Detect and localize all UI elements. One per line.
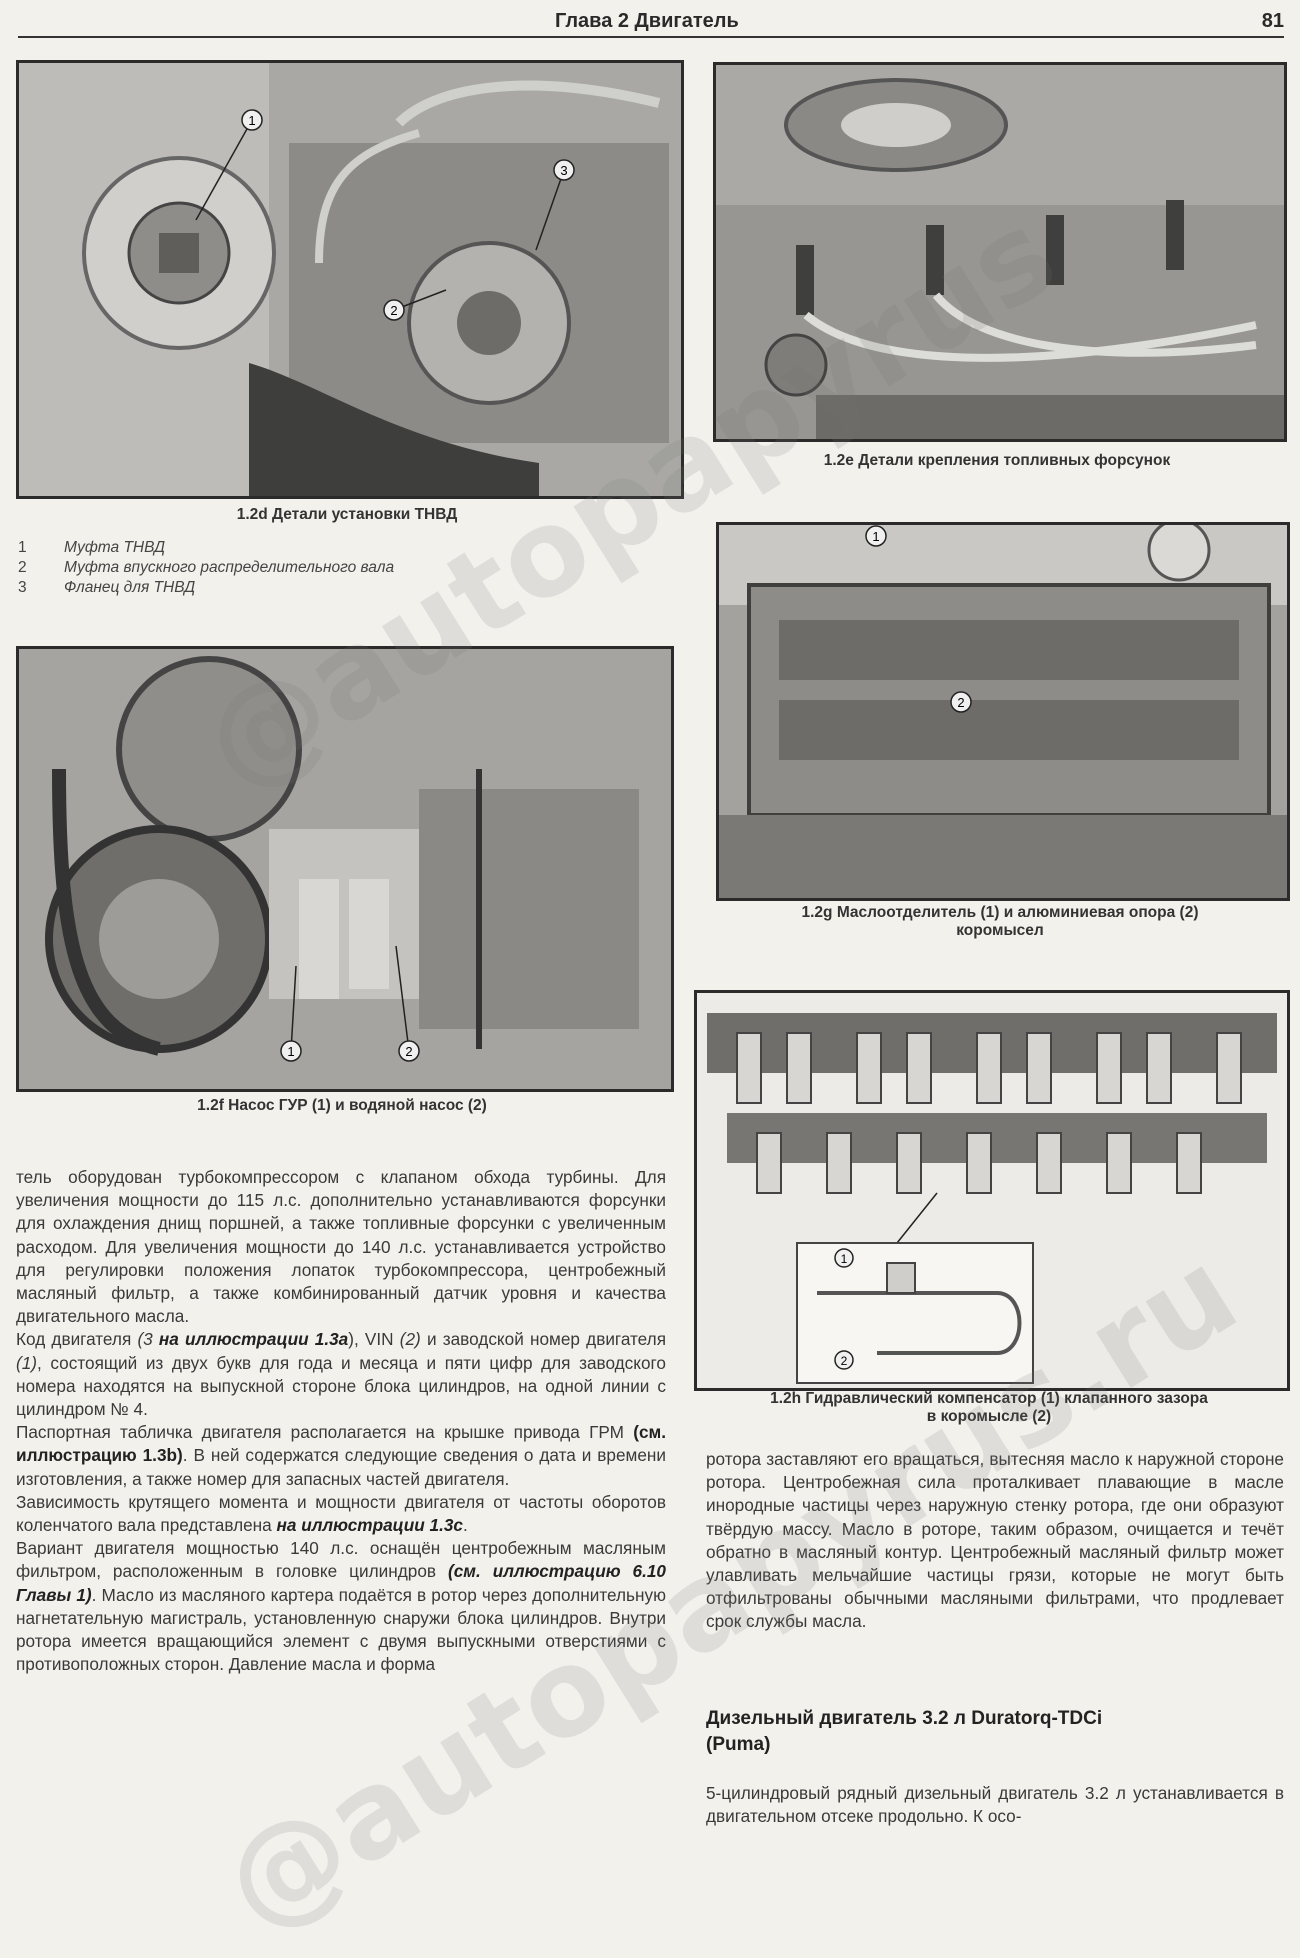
paragraph: Код двигателя (3 на иллюстрации 1.3a), V…: [16, 1329, 666, 1420]
callout-2: [398, 1040, 420, 1062]
callout-1: [865, 525, 887, 547]
figure-2e-image: [713, 62, 1287, 442]
page-header: Глава 2 Двигатель 81: [18, 8, 1284, 38]
callout-2: [950, 691, 972, 713]
callout-1: [834, 1248, 854, 1268]
oil-separator-photo: [719, 525, 1287, 898]
power-steering-pump-photo: [19, 649, 671, 1089]
callout-1: [280, 1040, 302, 1062]
section-heading-line-1: Дизельный двигатель 3.2 л Duratorq-TDCi: [706, 1708, 1103, 1729]
paragraph: тель оборудован турбокомпрессором с клап…: [16, 1167, 666, 1327]
paragraph: ротора заставляют его вращаться, вытесня…: [706, 1449, 1284, 1632]
figure-2d-caption: 1.2d Детали установки ТНВД: [236, 506, 458, 523]
callout-label-1: 1: [872, 529, 879, 544]
callout-1: [241, 109, 263, 131]
paragraph: Зависимость крутящего момента и мощности…: [16, 1491, 666, 1536]
figure-2f-callouts: 1 2: [280, 945, 420, 1062]
paragraph: 5-цилиндровый рядный дизельный двигатель…: [706, 1783, 1284, 1827]
section-heading-line-2: (Puma): [706, 1734, 771, 1755]
right-column-text-2: 5-цилиндровый рядный дизельный двигатель…: [706, 1782, 1284, 1828]
callout-label-2: 2: [390, 303, 397, 318]
callout-label-2: 2: [405, 1044, 412, 1059]
figure-2f-caption: 1.2f Насос ГУР (1) и водяной насос (2): [197, 1097, 487, 1114]
left-column-text: тель оборудован турбокомпрессором с клап…: [16, 1166, 666, 1676]
figure-2g-caption: 1.2g Маслоотделитель (1) и алюминиевая о…: [716, 904, 1284, 940]
caption-line-2: в коромысле (2): [926, 1408, 1052, 1425]
callout-label-1: 1: [841, 1252, 848, 1266]
callout-label-2: 2: [957, 695, 964, 710]
figure-2h-caption: 1.2h Гидравлический компенсатор (1) клап…: [694, 1390, 1284, 1426]
callout-2: [383, 299, 405, 321]
figure-2d-callouts: 1 2 3: [195, 109, 575, 321]
figure-2e-caption: 1.2e Детали крепления топливных форсунок: [823, 452, 1171, 469]
section-heading: Дизельный двигатель 3.2 л Duratorq-TDCi …: [706, 1706, 1284, 1758]
callout-label-1: 1: [287, 1044, 294, 1059]
page-number: 81: [1261, 10, 1284, 32]
figure-2h-callouts: 1 2: [834, 1248, 854, 1370]
callout-label-3: 3: [560, 163, 567, 178]
right-column-text: ротора заставляют его вращаться, вытесня…: [706, 1448, 1284, 1634]
engine-pump-photo: [19, 63, 681, 496]
fuel-injectors-photo: [716, 65, 1284, 439]
callout-3: [553, 159, 575, 181]
paragraph: Паспортная табличка двигателя располагае…: [16, 1422, 666, 1489]
caption-line-1: 1.2h Гидравлический компенсатор (1) клап…: [770, 1390, 1208, 1407]
chapter-title: Глава 2 Двигатель: [555, 10, 739, 32]
figure-2h-image: [694, 990, 1290, 1391]
figure-2f-image: [16, 646, 674, 1092]
callout-label-1: 1: [248, 113, 255, 128]
figure-2d-image: [16, 60, 684, 499]
callout-label-2: 2: [841, 1354, 848, 1368]
figure-2g-callouts: 1 2: [865, 525, 972, 713]
callout-2: [834, 1350, 854, 1370]
caption-line-1: 1.2g Маслоотделитель (1) и алюминиевая о…: [801, 904, 1199, 921]
figure-2g-image: [716, 522, 1290, 901]
caption-line-2: коромысел: [956, 922, 1044, 939]
paragraph: Вариант двигателя мощностью 140 л.с. осн…: [16, 1538, 666, 1675]
rocker-arm-photo: [697, 993, 1287, 1388]
